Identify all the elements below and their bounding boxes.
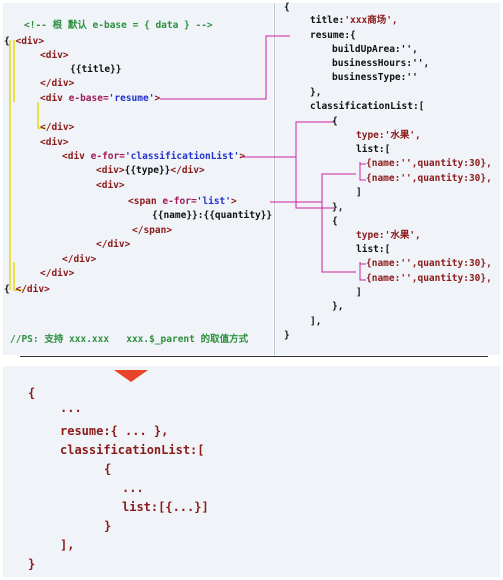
r-item2-close: }, [332, 301, 344, 312]
r-resume: resume:{ [310, 30, 356, 41]
line-div-close-2: </div> [40, 122, 75, 133]
connector-list [270, 173, 356, 203]
connector-list-2 [321, 202, 356, 273]
data-object-panel [276, 3, 500, 355]
b-open: { [28, 386, 36, 400]
b-class-list: classificationList:[ [60, 443, 205, 457]
r-item1-list: list:[ [356, 144, 391, 155]
b-dots2: ... [122, 481, 144, 495]
row-bracket-2 [359, 262, 366, 281]
connector-resume [160, 35, 290, 100]
line-span-close: </span> [132, 225, 173, 236]
line-div-open-3: <div> [96, 180, 125, 191]
r-open: { [284, 2, 290, 13]
b-close: } [28, 557, 36, 571]
line-brace-close: { </div> [4, 284, 50, 295]
r-title: title:'xxx商场', [310, 15, 398, 26]
line-span-efor-list: <span e-for='list'> [128, 196, 237, 207]
line-div-open-1: <div> [40, 50, 69, 61]
b-arr-close: ], [60, 538, 75, 552]
line-title-bind: {{title}} [70, 64, 122, 75]
b-list: list:[{...}] [122, 500, 209, 514]
r-item1-type: type:'水果', [356, 130, 421, 141]
r-item1-row1: {name:'',quantity:30}, [366, 158, 492, 169]
ps-note: //PS: 支持 xxx.xxx xxx.$_parent 的取值方式 [10, 334, 249, 345]
line-type-bind: <div>{{type}}</div> [96, 165, 205, 176]
b-resume: resume:{ ... }, [60, 424, 169, 438]
r-item2-list-close: ] [356, 287, 362, 298]
r-resume-close: }, [310, 87, 322, 98]
r-item1-list-close: ] [356, 187, 362, 198]
r-close: } [284, 330, 290, 341]
line-brace-open: { <div> [4, 36, 45, 47]
r-business-type: businessType:'' [332, 72, 418, 83]
line-div-close-1: </div> [40, 78, 75, 89]
b-item-close: } [104, 519, 112, 533]
vertical-divider [274, 3, 275, 355]
r-business-hours: businessHours:'', [332, 58, 430, 69]
resolved-scope-panel [3, 366, 500, 577]
r-item2-type: type:'水果', [356, 230, 421, 241]
r-item2-open: { [332, 216, 338, 227]
r-build-area: buildUpArea:'', [332, 44, 418, 55]
r-item2-row2: {name:'',quantity:30}, [366, 273, 492, 284]
connector-classification-2 [295, 157, 334, 209]
line-div-open-2: <div> [40, 137, 69, 148]
r-arr-close: ], [310, 316, 322, 327]
line-div-close-3: </div> [96, 239, 131, 250]
line-div-ebase: <div e-base='resume'> [40, 93, 161, 104]
down-arrow-icon [114, 370, 148, 382]
b-dots1: ... [60, 401, 82, 415]
comment-line: <!-- 根 默认 e-base = { data } --> [24, 20, 213, 31]
line-name-qty-bind: {{name}}:{{quantity}} [152, 210, 273, 221]
b-item-open: { [104, 462, 112, 476]
r-item1-row2: {name:'',quantity:30}, [366, 173, 492, 184]
horizontal-divider [20, 356, 488, 357]
guide-bracket-base [13, 262, 24, 291]
row-bracket-1 [359, 162, 366, 181]
connector-classification [240, 121, 334, 158]
r-class-list: classificationList:[ [310, 101, 425, 112]
r-item2-list: list:[ [356, 244, 391, 255]
guide-bracket-resume2 [37, 102, 46, 129]
r-item1-close: }, [332, 202, 344, 213]
template-code-panel [3, 3, 273, 355]
line-div-close-5: </div> [40, 268, 75, 279]
r-item2-row1: {name:'',quantity:30}, [366, 258, 492, 269]
line-div-efor-class: <div e-for='classificationList'> [62, 151, 246, 162]
r-item1-open: { [332, 116, 338, 127]
line-div-close-4: </div> [62, 254, 97, 265]
